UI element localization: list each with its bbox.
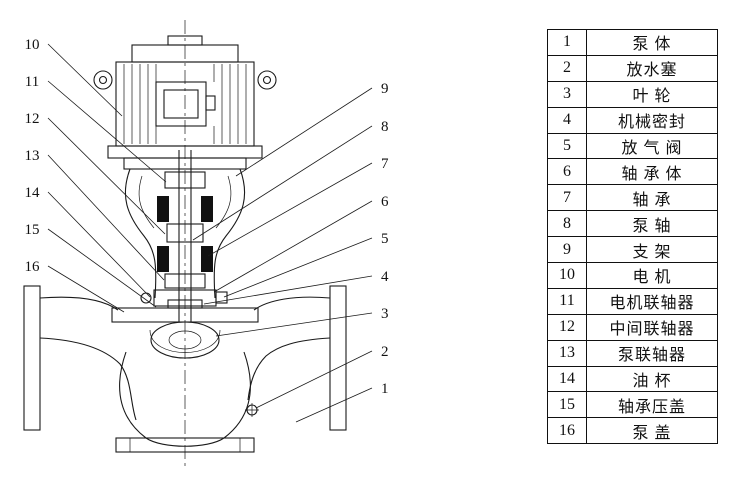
part-number: 9 xyxy=(547,236,587,264)
pump-diagram-svg: 10 11 12 13 14 15 16 9 8 7 6 5 4 3 2 1 xyxy=(23,20,389,470)
callout-label-13: 13 xyxy=(25,148,40,164)
callout-label-3: 3 xyxy=(381,306,389,322)
part-name: 中间联轴器 xyxy=(586,313,718,341)
callout-label-4: 4 xyxy=(381,269,389,285)
callout-label-7: 7 xyxy=(381,156,389,172)
part-number: 12 xyxy=(547,313,587,341)
part-number: 3 xyxy=(547,80,587,108)
part-name: 泵 盖 xyxy=(586,417,718,445)
part-number: 15 xyxy=(547,391,587,419)
callout-label-15: 15 xyxy=(25,222,40,238)
impeller xyxy=(150,321,220,359)
callout-label-16: 16 xyxy=(25,259,41,275)
part-number: 2 xyxy=(547,54,587,82)
pump-shaft xyxy=(178,150,192,322)
callout-labels-right: 9 8 7 6 5 4 3 2 1 xyxy=(381,81,389,397)
callout-label-10: 10 xyxy=(25,37,40,53)
pump-body xyxy=(23,285,347,453)
callout-labels-left: 10 11 12 13 14 15 16 xyxy=(25,37,41,275)
part-number: 13 xyxy=(547,339,587,367)
part-number: 8 xyxy=(547,210,587,238)
part-name: 电 机 xyxy=(586,262,718,289)
part-name: 泵联轴器 xyxy=(586,339,718,367)
part-name: 放水塞 xyxy=(586,54,718,82)
part-name: 支 架 xyxy=(586,236,718,264)
leader-lines xyxy=(47,43,373,423)
lifting-eye-right xyxy=(257,70,277,90)
lifting-eye-left xyxy=(93,70,113,90)
part-name: 泵 轴 xyxy=(586,210,718,238)
part-number: 10 xyxy=(547,262,587,289)
part-name: 轴 承 体 xyxy=(586,158,718,186)
part-number: 7 xyxy=(547,184,587,212)
part-number: 16 xyxy=(547,417,587,445)
part-name: 机械密封 xyxy=(586,106,718,134)
callout-label-9: 9 xyxy=(381,81,389,97)
callout-label-2: 2 xyxy=(381,344,389,360)
drain-plug xyxy=(245,403,259,417)
callout-label-5: 5 xyxy=(381,231,389,247)
part-number: 1 xyxy=(547,29,587,56)
coupling-stack xyxy=(157,171,213,289)
callout-label-1: 1 xyxy=(381,381,389,397)
part-name: 轴 承 xyxy=(586,184,718,212)
motor xyxy=(93,35,277,170)
part-name: 泵 体 xyxy=(586,29,718,56)
support-bracket xyxy=(124,168,246,299)
part-number: 4 xyxy=(547,106,587,134)
callout-label-11: 11 xyxy=(25,74,39,90)
part-name: 轴承压盖 xyxy=(586,391,718,419)
air-valve xyxy=(215,291,228,304)
part-name: 电机联轴器 xyxy=(586,287,718,315)
part-number: 14 xyxy=(547,365,587,393)
part-number: 5 xyxy=(547,132,587,160)
callout-label-8: 8 xyxy=(381,119,389,135)
callout-label-12: 12 xyxy=(25,111,40,127)
pump-cross-section-drawing: 10 11 12 13 14 15 16 9 8 7 6 5 4 3 2 1 xyxy=(23,20,389,470)
callout-label-14: 14 xyxy=(25,185,41,201)
part-name: 放 气 阀 xyxy=(586,132,718,160)
callout-label-6: 6 xyxy=(381,194,389,210)
part-number: 6 xyxy=(547,158,587,186)
oil-cup xyxy=(140,292,152,304)
part-name: 油 杯 xyxy=(586,365,718,393)
part-name: 叶 轮 xyxy=(586,80,718,108)
part-number: 11 xyxy=(547,287,587,315)
